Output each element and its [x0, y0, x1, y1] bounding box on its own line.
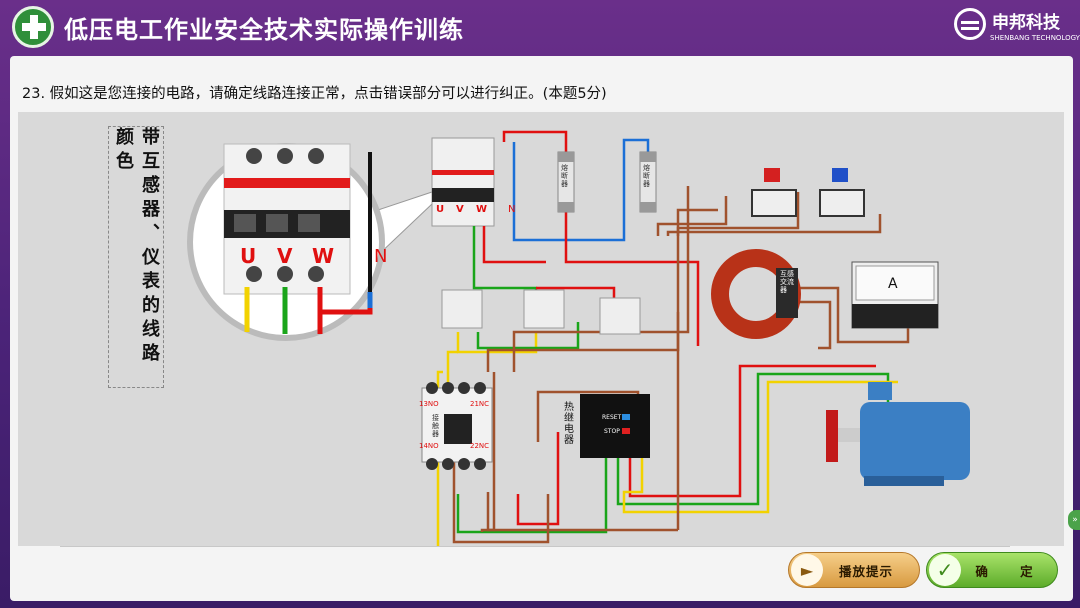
contactor-terminal-13no: 13NO [419, 400, 439, 408]
app-title: 低压电工作业安全技术实际操作训练 [64, 15, 464, 44]
control-fuse-3[interactable] [599, 297, 641, 335]
stop-push-button[interactable] [751, 168, 797, 217]
contactor-terminal-22nc: 22NC [470, 442, 490, 450]
ammeter[interactable] [851, 261, 939, 329]
fuse-2-label: 熔断器 [643, 164, 650, 188]
relay-label: 热继电器 [564, 402, 574, 446]
contactor-terminal-21nc: 21NC [470, 400, 490, 408]
breaker-label-n: N [508, 204, 516, 215]
title-bar: 低压电工作业安全技术实际操作训练 申邦科技 SHENBANG TECHNOLOG… [0, 0, 1080, 54]
contactor-terminal-14no: 14NO [419, 442, 439, 450]
main-breaker[interactable] [431, 137, 495, 227]
zoom-label-v: V [277, 244, 293, 268]
current-transformer[interactable] [711, 249, 801, 339]
zoom-label-n: N [374, 246, 388, 267]
speaker-icon: ► [791, 554, 823, 586]
ammeter-label: A [888, 276, 898, 292]
breaker-zoom-callout [187, 143, 433, 341]
control-fuse-1[interactable] [441, 289, 483, 329]
wiring-svg [187, 130, 970, 546]
relay-stop-label: STOP [604, 428, 620, 435]
circuit-diagram[interactable]: 带互感器、仪表的线路颜色 [18, 112, 1064, 546]
safety-cross-icon [12, 6, 54, 48]
question-text: 23. 假如这是您连接的电路，请确定线路连接正常，点击错误部分可以进行纠正。(本… [22, 86, 607, 102]
control-fuse-2[interactable] [523, 289, 565, 329]
breaker-label-u: U [436, 204, 445, 215]
start-push-button[interactable] [819, 168, 865, 217]
play-hint-label: 播放提示 [838, 563, 893, 579]
zoom-label-u: U [240, 244, 257, 268]
brand-mark-icon [954, 8, 986, 40]
zoom-label-w: W [312, 244, 335, 268]
breaker-label-v: V [456, 204, 464, 215]
fuse-1-label: 熔断器 [561, 164, 568, 188]
play-hint-button[interactable]: ► 播放提示 [788, 552, 920, 588]
check-icon: ✓ [929, 554, 961, 586]
divider [60, 546, 1010, 547]
brand-subtitle: SHENBANG TECHNOLOGY [990, 34, 1080, 42]
confirm-button[interactable]: ✓ 确 定 [926, 552, 1058, 588]
brand-logo: 申邦科技 SHENBANG TECHNOLOGY [954, 6, 1080, 50]
question-panel: 23. 假如这是您连接的电路，请确定线路连接正常，点击错误部分可以进行纠正。(本… [10, 56, 1073, 601]
breaker-label-w: W [476, 204, 488, 215]
confirm-label: 确 定 [975, 563, 1047, 579]
next-arrow-icon[interactable]: » [1068, 510, 1080, 530]
motor[interactable] [826, 382, 970, 486]
contactor-label: 接触器 [432, 414, 439, 438]
relay-reset-label: RESET [602, 414, 622, 421]
transformer-label: 互感交流器 [780, 270, 794, 294]
ac-contactor[interactable] [421, 382, 493, 470]
side-label-box: 带互感器、仪表的线路颜色 [108, 126, 164, 388]
fuse-1[interactable] [557, 151, 575, 213]
brand-name: 申邦科技 [992, 13, 1060, 33]
side-label-text: 带互感器、仪表的线路颜色 [113, 127, 160, 367]
thermal-relay[interactable] [580, 394, 650, 458]
fuse-2[interactable] [639, 151, 657, 213]
